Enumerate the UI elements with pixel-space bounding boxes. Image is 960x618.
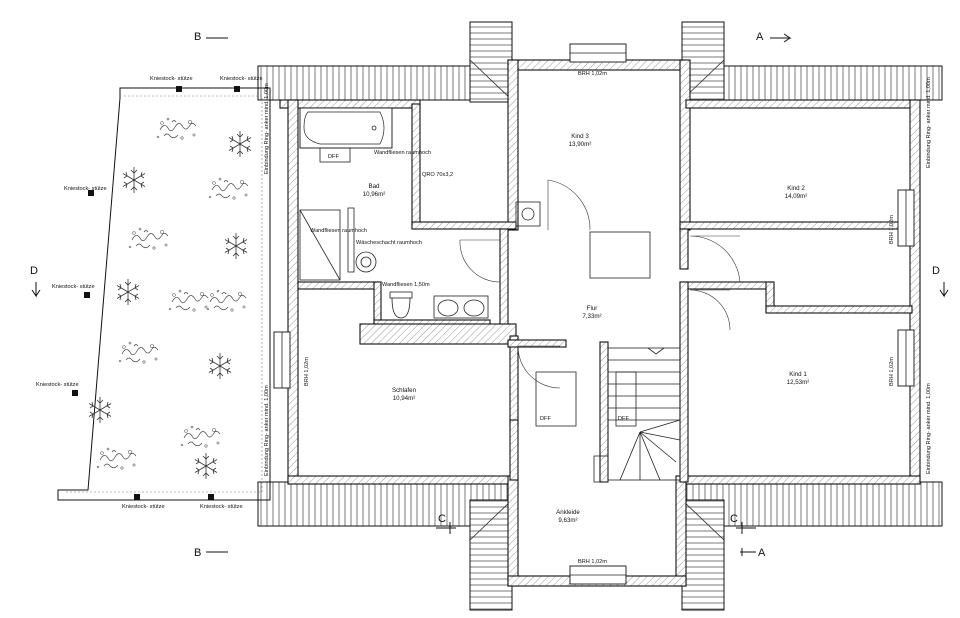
section-label-c-left: C xyxy=(438,513,446,525)
door-swing-icon xyxy=(459,239,501,283)
snowflake-icon xyxy=(194,452,218,480)
snowflake-icon xyxy=(224,232,248,260)
note-waescheschacht: Wäscheschacht raumhoch xyxy=(356,240,422,246)
note-kniestock-2: Kniestock- stütze xyxy=(220,76,263,82)
kniestock-post xyxy=(234,86,240,92)
door-swing-icon xyxy=(689,289,731,331)
terrace xyxy=(57,86,271,501)
snowflake-icon xyxy=(228,130,252,158)
note-dff-schlafen: DFF xyxy=(540,416,551,422)
note-einbindung-3: Einbindung Ring- anker mind. 1,00m xyxy=(926,77,932,168)
note-qro: QRO 70x3,2 xyxy=(422,172,453,178)
annotations: BRH 1,02m BRH 1,02m BRH 1,02m BRH 1,02m … xyxy=(36,71,932,565)
note-dff-bad: DFF xyxy=(328,154,339,160)
section-arrow-icon xyxy=(31,282,41,298)
note-wandfliesen-1: Wandfliesen raumhoch xyxy=(374,150,431,156)
note-brh-right-upper: BRH 1,02m xyxy=(889,215,895,244)
snowflake-icon xyxy=(208,352,232,380)
note-kniestock-5: Kniestock- stütze xyxy=(36,382,79,388)
toilet-icon xyxy=(389,291,413,299)
kniestock-post xyxy=(88,190,94,196)
note-kniestock-6: Kniestock- stütze xyxy=(122,504,165,510)
section-label-b-bottom: B xyxy=(194,547,201,559)
room-area-bad: 10,96m² xyxy=(363,191,386,198)
door-swing-icon xyxy=(547,179,591,231)
note-brh-right-lower: BRH 1,02m xyxy=(889,357,895,386)
door-swing-icon xyxy=(689,235,741,283)
section-arrow-icon xyxy=(740,548,756,556)
room-area-kind1: 12,53m² xyxy=(787,379,810,386)
shower-icon xyxy=(299,209,341,281)
kniestock-post xyxy=(176,86,182,92)
washbasin-icon xyxy=(433,295,489,319)
roof-bottom-right xyxy=(681,481,943,527)
section-markers: B B A A C C D D xyxy=(30,31,949,559)
roof-top-right xyxy=(681,65,943,101)
note-brh-top: BRH 1,02m xyxy=(578,71,607,77)
note-wandfliesen-2: Wandfliesen raumhoch xyxy=(310,228,367,234)
room-name-ankleide: Ankleide xyxy=(556,509,580,516)
room-area-kind2: 14,09m² xyxy=(785,193,808,200)
note-einbindung-1: Einbindung Ring- anker mind. 1,00m xyxy=(264,83,270,174)
note-kniestock-4: Kniestock- stütze xyxy=(52,284,95,290)
note-wandfliesen-3: Wandfliesen 1,50m xyxy=(382,282,430,288)
room-area-flur: 7,33m² xyxy=(582,313,601,320)
room-name-kind2: Kind 2 xyxy=(787,185,805,192)
section-arrow-icon xyxy=(939,282,949,298)
kniestock-post xyxy=(84,292,90,298)
section-label-a-bottom: A xyxy=(758,547,766,559)
section-arrow-icon xyxy=(770,33,792,43)
section-arrow-icon xyxy=(436,522,456,534)
note-einbindung-4: Einbindung Ring- anker mind. 1,00m xyxy=(926,383,932,474)
room-name-schlafen: Schlafen xyxy=(392,387,417,394)
note-einbindung-2: Einbindung Ring- anker mind. 1,00m xyxy=(264,385,270,476)
note-kniestock-3: Kniestock- stütze xyxy=(64,186,107,192)
room-name-flur: Flur xyxy=(587,305,598,312)
windows xyxy=(273,43,915,585)
section-label-b-top: B xyxy=(194,31,201,43)
dormer-cheek-bottom-right xyxy=(681,499,725,611)
section-label-d-right: D xyxy=(932,265,940,277)
room-name-kind1: Kind 1 xyxy=(789,371,807,378)
door-swing-icon xyxy=(517,345,561,389)
room-area-schlafen: 10,94m² xyxy=(393,395,416,402)
section-label-a-top: A xyxy=(756,31,764,43)
bathtub-icon xyxy=(299,107,393,149)
snowflake-icon xyxy=(122,166,146,194)
snowflake-icon xyxy=(116,278,140,306)
snowflake-icon xyxy=(88,396,112,424)
note-kniestock-7: Kniestock- stütze xyxy=(200,504,243,510)
dormer-cheek-top-left xyxy=(469,21,513,103)
kniestock-post xyxy=(208,494,214,500)
section-label-c-right: C xyxy=(730,513,738,525)
note-brh-left: BRH 1,02m xyxy=(304,357,310,386)
fixtures xyxy=(299,107,681,483)
walls xyxy=(279,59,921,587)
room-area-ankleide: 9,63m² xyxy=(558,517,577,524)
staircase-icon xyxy=(593,347,681,483)
kniestock-post xyxy=(134,494,140,500)
room-labels: Kind 3 13,90m² Kind 2 14,09m² Bad 10,96m… xyxy=(363,133,810,524)
kniestock-post xyxy=(72,390,78,396)
room-name-kind3: Kind 3 xyxy=(571,133,589,140)
section-label-d-left: D xyxy=(30,265,38,277)
section-arrow-icon xyxy=(736,522,756,534)
dormer-cheek-bottom-left xyxy=(469,499,513,611)
note-dff-ankleide: DFF xyxy=(618,416,629,422)
note-kniestock-1: Kniestock- stütze xyxy=(150,76,193,82)
door-swings xyxy=(459,179,741,389)
room-name-bad: Bad xyxy=(368,183,380,190)
room-area-kind3: 13,90m² xyxy=(569,141,592,148)
note-brh-bottom: BRH 1,02m xyxy=(578,559,607,565)
